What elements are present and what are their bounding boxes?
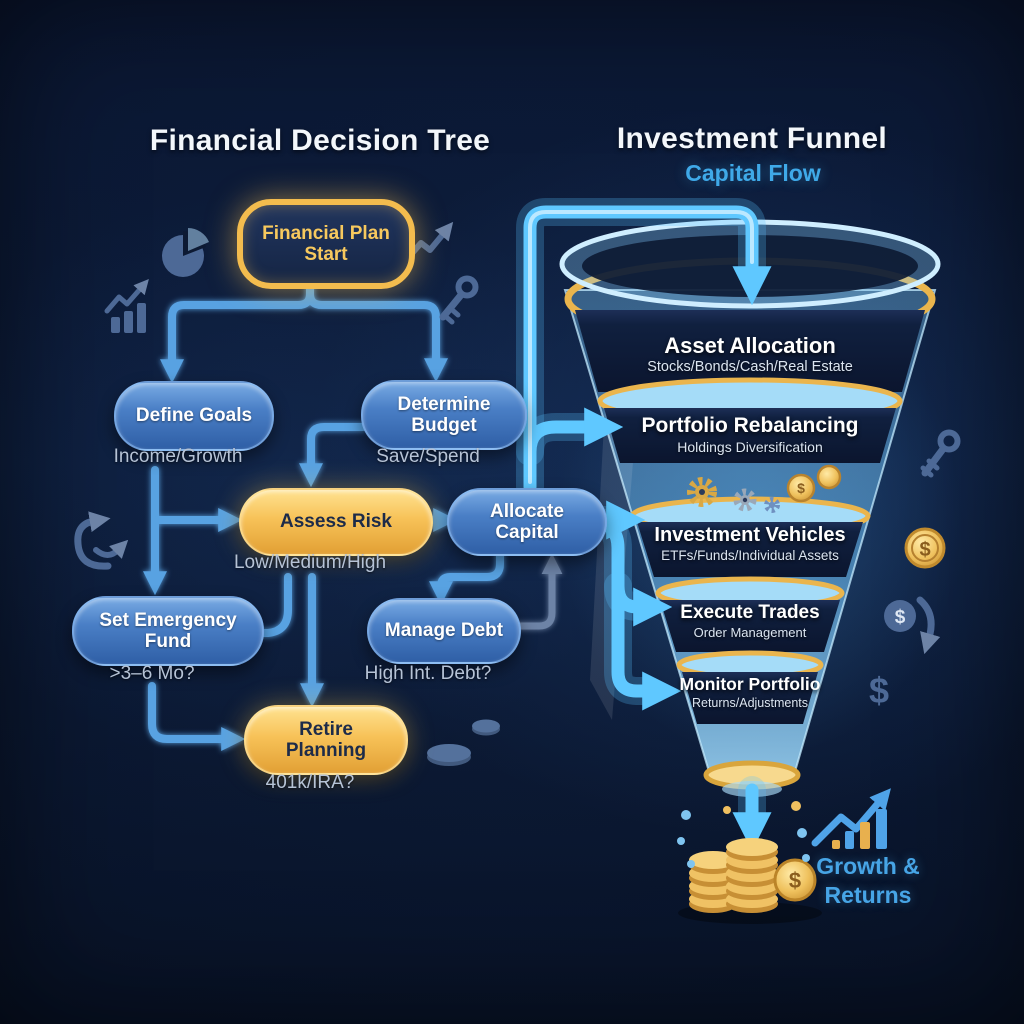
flowchart-connectors <box>143 274 563 751</box>
pipe-to-monitor <box>611 579 682 711</box>
connector-emergency-retire <box>148 682 246 751</box>
funnel-stage-title: Monitor Portfolio <box>679 674 821 694</box>
funnel-subtitle: Capital Flow <box>685 160 821 186</box>
funnel-stage-sub: Order Management <box>693 625 807 640</box>
funnel-stage-sub: Stocks/Bonds/Cash/Real Estate <box>647 359 853 375</box>
label-emergency-sub: >3–6 Mo? <box>109 663 195 684</box>
label-retire-planning-sub: 401k/IRA? <box>265 772 355 793</box>
funnel-stage-title: Portfolio Rebalancing <box>641 414 859 437</box>
funnel-stage-sub: ETFs/Funds/Individual Assets <box>661 548 839 563</box>
dollar-sign-icon: $ <box>869 670 889 711</box>
connector-risk-emergency <box>226 573 292 645</box>
decision-tree-title: Financial Decision Tree <box>149 124 491 157</box>
node-manage-debt: Manage Debt <box>367 598 521 664</box>
funnel-stage-sub: Holdings Diversification <box>677 439 823 455</box>
gears-icon <box>687 477 780 513</box>
node-allocate-capital: Allocate Capital <box>447 488 607 556</box>
svg-text:$: $ <box>789 868 801 893</box>
svg-text:$: $ <box>895 607 906 628</box>
label-determine-budget-sub: Save/Spend <box>376 446 480 467</box>
connector-start-goals <box>160 274 314 384</box>
funnel-band-4 <box>660 600 840 652</box>
capital-flow-pipes <box>516 198 772 852</box>
node-determine-budget: Determine Budget <box>361 380 527 450</box>
funnel-band-3 <box>637 522 863 577</box>
coin-stacks: $ <box>678 838 822 924</box>
label-assess-risk-sub: Low/Medium/High <box>233 552 387 573</box>
dollar-exchange-icon: $ <box>884 596 941 655</box>
connector-budget-risk <box>299 423 367 488</box>
svg-text:$: $ <box>919 539 930 561</box>
funnel-stage-title: Execute Trades <box>680 602 820 623</box>
node-define-goals: Define Goals <box>114 381 274 451</box>
funnel-band-1 <box>575 310 925 392</box>
node-assess-risk: Assess Risk <box>239 488 433 556</box>
dollar-coin-icon: $ <box>904 527 946 569</box>
node-retire-planning: Retire Planning <box>244 705 408 775</box>
label-manage-debt-sub: High Int. Debt? <box>364 663 492 684</box>
growth-returns-label: Growth & Returns <box>816 853 920 908</box>
connector-allocate-debt <box>429 549 504 606</box>
key-icon-left <box>439 275 479 325</box>
sparkle-dots <box>677 801 810 868</box>
label-define-goals-sub: Income/Growth <box>113 446 243 467</box>
funnel-band-2 <box>604 408 896 463</box>
decor-icons: $ $ $ <box>74 221 961 766</box>
funnel-title: Investment Funnel <box>616 122 888 155</box>
connector-start-budget <box>306 274 448 383</box>
coin-icons-in-funnel: $ <box>786 464 842 503</box>
funnel-stage-title: Investment Vehicles <box>654 524 846 546</box>
growth-chart-icon <box>811 788 891 849</box>
node-set-emergency-fund: Set Emergency Fund <box>72 596 264 666</box>
node-financial-plan-start: Financial Plan Start <box>237 199 415 289</box>
pie-chart-icon <box>162 228 209 277</box>
funnel-stage-title: Asset Allocation <box>664 333 836 358</box>
refresh-arrows-icon <box>74 511 129 570</box>
funnel-stage-sub: Returns/Adjustments <box>691 696 809 710</box>
bar-chart-rising-icon <box>104 278 149 333</box>
svg-text:$: $ <box>797 480 805 496</box>
coins-icon-left <box>427 719 500 766</box>
key-icon-right <box>920 429 961 478</box>
connector-debt-allocate <box>485 553 563 630</box>
funnel-band-5 <box>682 672 818 724</box>
